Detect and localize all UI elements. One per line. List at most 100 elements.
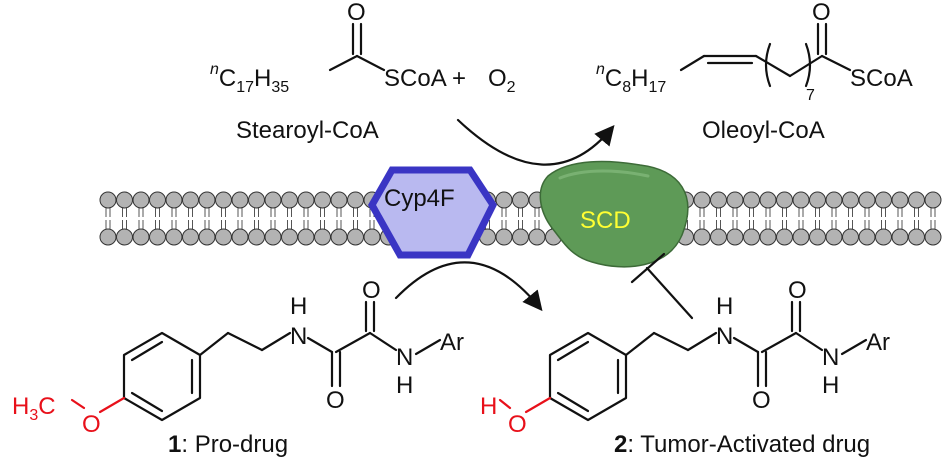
lipid-head (809, 228, 826, 246)
stearoyl-coa-structure: O nC17H35 SCoA Stearoyl-CoA (210, 0, 447, 144)
lipid-head (281, 191, 298, 209)
scd-label: SCD (580, 207, 631, 234)
lipid-head (495, 191, 513, 209)
lipid-head (528, 228, 546, 246)
lipid-head (99, 191, 117, 209)
compound-2-o: O (508, 411, 527, 438)
stearoyl-scoa: SCoA (384, 65, 447, 92)
lipid-head (248, 191, 265, 209)
lipid-head (149, 191, 166, 209)
compound-2-o-top: O (788, 277, 807, 304)
lipid-head (858, 191, 876, 209)
lipid-head (165, 191, 183, 209)
lipid-head (182, 228, 199, 246)
lipid-head (726, 228, 744, 246)
compound-1-nh-bottom: H (396, 372, 413, 399)
lipid-head (215, 191, 232, 209)
lipid-head (297, 228, 315, 246)
lipid-head (215, 228, 232, 246)
compound-1-methyl: H3C (12, 393, 56, 424)
oleoyl-repeat-count: 7 (806, 87, 815, 104)
compound-2-h: H (480, 393, 497, 420)
lipid-head (182, 191, 199, 209)
stearoyl-formula: nC17H35 (210, 61, 289, 96)
lipid-head (710, 191, 727, 209)
lipid-head (297, 191, 315, 209)
o2-label: O2 (488, 65, 516, 96)
lipid-head (891, 191, 909, 209)
compound-1-n1: N (290, 323, 307, 350)
lipid-head (512, 191, 529, 209)
lipid-head (792, 228, 810, 246)
lipid-head (693, 228, 711, 246)
lipid-head (858, 228, 876, 246)
lipid-head (314, 191, 331, 209)
scd-enzyme: SCD (539, 160, 689, 268)
desaturation-arrow (456, 118, 615, 166)
cyp4f-shape (367, 166, 498, 259)
oleoyl-coa-structure: nC8H17 7 O SCoA Oleoyl-CoA (596, 0, 913, 144)
cyp4f-label: Cyp4F (384, 185, 455, 212)
lipid-head (132, 191, 150, 209)
lipid-head (759, 191, 777, 209)
compound-1-ar: Ar (440, 329, 464, 356)
lipid-head (198, 228, 216, 246)
compound-1-o: O (82, 411, 101, 438)
lipid-head (825, 191, 843, 209)
lipid-head (726, 191, 744, 209)
lipid-head (132, 228, 150, 246)
lipid-head (710, 228, 727, 246)
lipid-head (693, 191, 711, 209)
inhibition-marker (630, 252, 694, 320)
lipid-head (198, 191, 216, 209)
lipid-head (891, 228, 909, 246)
stearoyl-carbonyl-o: O (347, 0, 366, 26)
lipid-head (842, 191, 859, 209)
lipid-head (743, 191, 760, 209)
lipid-head (908, 191, 925, 209)
lipid-head (248, 228, 265, 246)
compound-2-n2: N (822, 344, 839, 371)
lipid-head (759, 228, 777, 246)
lipid-head (347, 228, 364, 246)
compound-1-structure: H3C O H N O O N H Ar (12, 277, 464, 438)
lipid-head (842, 228, 859, 246)
oleoyl-coa-name: Oleoyl-CoA (702, 117, 825, 144)
lipid-bilayer (99, 191, 942, 246)
lipid-head (495, 228, 513, 246)
oleoyl-scoa: SCoA (850, 65, 913, 92)
lipid-head (314, 228, 331, 246)
activation-arrow (394, 261, 543, 312)
compound-2-ar: Ar (866, 329, 890, 356)
compound-2-structure: H O H N O O N H Ar (480, 277, 890, 438)
lipid-head (776, 228, 793, 246)
compound-2-n1: N (716, 323, 733, 350)
compound-1-n2: N (396, 344, 413, 371)
lipid-head (231, 191, 249, 209)
lipid-head (825, 228, 843, 246)
lipid-head (363, 228, 381, 246)
lipid-head (165, 228, 183, 246)
compound-1-o-top: O (362, 277, 381, 304)
lipid-head (330, 228, 348, 246)
plus-sign: + (452, 65, 466, 92)
oleoyl-formula: nC8H17 (596, 61, 666, 96)
lipid-head (116, 191, 133, 209)
lipid-head (776, 191, 793, 209)
lipid-head (231, 228, 249, 246)
compound-1-nh-h: H (290, 293, 307, 320)
lipid-head (512, 228, 529, 246)
lipid-head (347, 191, 364, 209)
lipid-head (116, 228, 133, 246)
scd-shape (539, 160, 689, 268)
cyp4f-enzyme: Cyp4F (367, 166, 498, 259)
lipid-head (924, 228, 942, 246)
lipid-head (264, 228, 282, 246)
lipid-head (875, 228, 892, 246)
lipid-head (264, 191, 282, 209)
oleoyl-carbonyl-o: O (812, 0, 831, 26)
lipid-head (149, 228, 166, 246)
compound-2-nh-h: H (716, 293, 733, 320)
lipid-head (908, 228, 925, 246)
